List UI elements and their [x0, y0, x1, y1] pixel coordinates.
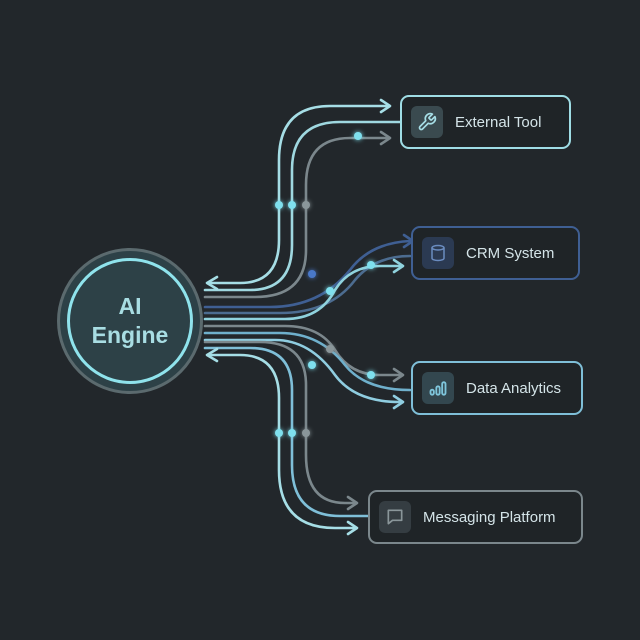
ai-engine-label-line2: Engine — [91, 322, 169, 348]
data-analytics-node[interactable]: Data Analytics — [411, 361, 583, 415]
ai-engine-label-line1: AI — [118, 293, 142, 319]
database-icon — [422, 237, 454, 269]
data-analytics-label: Data Analytics — [466, 379, 562, 397]
bar-chart-icon — [422, 372, 454, 404]
external-tool-label: External Tool — [455, 113, 542, 131]
crm-system-label: CRM System — [466, 244, 555, 262]
wrench-icon — [411, 106, 443, 138]
messaging-platform-label: Messaging Platform — [423, 508, 556, 526]
ai-engine-node[interactable]: AI Engine — [57, 248, 203, 394]
external-tool-node[interactable]: External Tool — [400, 95, 571, 149]
messaging-platform-node[interactable]: Messaging Platform — [368, 490, 583, 544]
ai-engine-ring: AI Engine — [67, 258, 193, 384]
crm-system-node[interactable]: CRM System — [411, 226, 580, 280]
message-icon — [379, 501, 411, 533]
